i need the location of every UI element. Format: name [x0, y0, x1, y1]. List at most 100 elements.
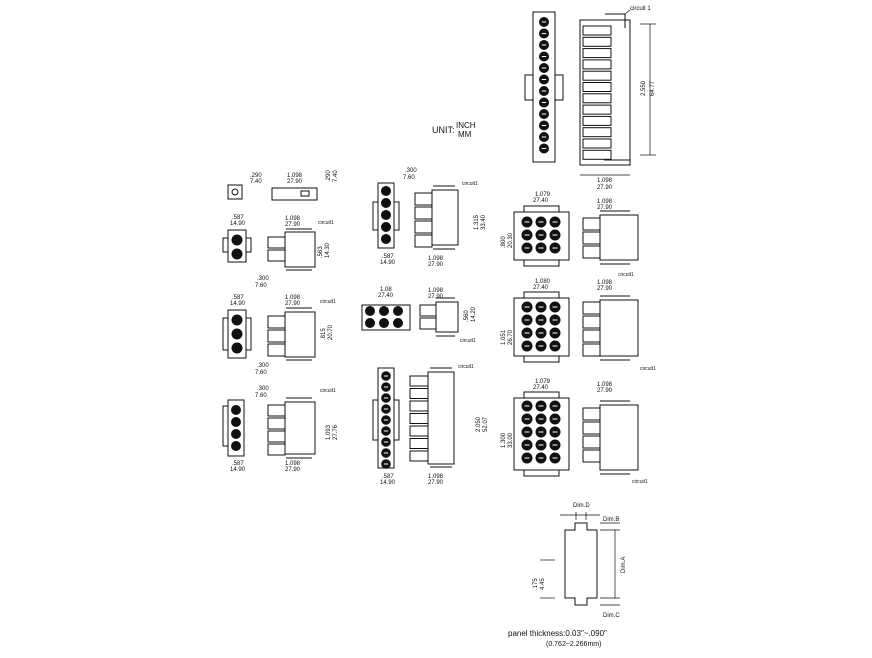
connector-1-circuit-side [271, 187, 318, 201]
dim-1080: 1.080 [535, 279, 551, 285]
housing-fin [582, 70, 612, 81]
dim-2790-3x4: 27.90 [597, 286, 613, 292]
connector-9-circuit-side [409, 367, 455, 468]
housing-fin [582, 25, 612, 36]
housing-fin [409, 425, 429, 437]
dim-2790-6c: 27.90 [428, 294, 444, 300]
connector-5-circuit-side [414, 185, 459, 250]
dim-175: .175 [533, 578, 539, 590]
housing-fin [582, 138, 612, 149]
panel-dim-a: Dim.A [621, 557, 627, 573]
panel-thickness: panel thickness:0.03"~.090" [508, 629, 607, 638]
circuit1-label-6c: circuit1 [460, 338, 476, 344]
dim-1490-5c: 14.90 [380, 260, 396, 266]
dim-2790-4c: 27.90 [285, 467, 301, 473]
connector-6-circuit-front [361, 304, 411, 331]
connector-3-circuit-front [222, 309, 252, 359]
circuit1-label-5c: circuit1 [462, 181, 478, 187]
connector-3x3-side [582, 210, 639, 265]
dim-2790-3x5: 27.90 [597, 388, 613, 394]
circuit1-label-3x5: circuit1 [632, 479, 648, 485]
circuit-1-label: circuit 1 [630, 6, 651, 12]
dim-1098-3x3: 1.098 [597, 199, 613, 205]
dim-760: 7.60 [255, 283, 267, 289]
dim-587-9c: .587 [382, 474, 394, 480]
dim-1098-top: 1.098 [597, 178, 613, 184]
housing-fin [409, 450, 429, 462]
dim-1079-3x5: 1.079 [535, 379, 551, 385]
dim-300-5c: .300 [405, 168, 417, 174]
housing-fin [582, 115, 612, 126]
panel-dim-d: Dim.D [573, 503, 590, 509]
dim-108: 1.08 [380, 287, 392, 293]
connector-3x4-front [513, 291, 570, 363]
dim-1093: 1.093 [326, 424, 332, 440]
dim-290-v: .290 [326, 170, 332, 182]
dim-740-v: 7.40 [333, 170, 339, 182]
dim-815: .815 [321, 328, 327, 340]
circuit1-label-3c: circuit1 [320, 299, 336, 305]
panel-thickness-mm: (0.762~2.266mm) [546, 641, 601, 648]
dim-2740-3x5: 27.40 [533, 385, 549, 391]
dim-6477: 64.77 [650, 80, 656, 96]
dim-1490-4c: 14.90 [230, 467, 246, 473]
panel-cutout [540, 512, 620, 606]
housing-fin [582, 127, 612, 138]
connector-3-circuit-side [267, 307, 316, 361]
dim-1098-9c: 1.098 [428, 474, 444, 480]
connector-9-circuit-front [372, 367, 400, 469]
dim-2740-6c: 27.40 [378, 293, 394, 299]
dim-1420: 14.20 [471, 306, 477, 322]
circuit1-label-2c: circuit1 [318, 220, 334, 226]
dim-1051: 1.051 [501, 329, 507, 345]
dim-1490: 14.90 [230, 221, 246, 227]
circuit1-label-4c: circuit1 [320, 388, 336, 394]
circuit1-label-9c: circuit1 [458, 364, 474, 370]
dim-1098-6c: 1.098 [428, 288, 444, 294]
dim-2740-3x3: 27.40 [533, 198, 549, 204]
dim-1098-2c: 1.098 [285, 216, 301, 222]
dim-587-4c: .587 [232, 461, 244, 467]
housing-fin [409, 438, 429, 449]
housing-fin [582, 149, 612, 160]
dim-1079-3x3: 1.079 [535, 192, 551, 198]
connector-2-circuit-front [222, 229, 252, 263]
dim-300-4c: .300 [257, 386, 269, 392]
dim-1098-3c: 1.098 [285, 295, 301, 301]
dim-587: .587 [232, 215, 244, 221]
dim-3340: 33.40 [481, 214, 487, 230]
dim-300: .300 [257, 276, 269, 282]
dim-1315: 1.315 [474, 214, 480, 230]
dim-2790-top: 27.90 [597, 185, 613, 191]
connector-12-circuit-front [524, 11, 564, 163]
housing-fin [582, 36, 612, 47]
housing-fin [409, 388, 429, 399]
unit-inch: INCH [456, 121, 476, 130]
connector-6-circuit-side [419, 297, 459, 337]
connector-3x5-front [513, 391, 570, 477]
dim-2740-3x4: 27.40 [533, 285, 549, 291]
dim-2670: 26.70 [508, 329, 514, 345]
dim-300-3c: .300 [257, 363, 269, 369]
housing-fin [582, 93, 612, 104]
connector-3x3-front [513, 205, 570, 267]
dim-2790-9c: 27.90 [428, 480, 444, 486]
dim-563: .563 [318, 246, 324, 258]
dim-1098-5c: 1.098 [428, 256, 444, 262]
circuit1-label-3x3: circuit1 [618, 272, 634, 278]
dim-1490-3c: 14.90 [230, 301, 246, 307]
dim-2790-2c: 27.90 [285, 222, 301, 228]
dim-2790-3x3: 27.90 [597, 205, 613, 211]
dim-760-3c: 7.60 [255, 370, 267, 376]
dim-1098-3x4: 1.098 [597, 280, 613, 286]
dim-1098-4c: 1.098 [285, 461, 301, 467]
circuit1-label-3x4: circuit1 [640, 366, 656, 372]
dim-760-5c: 7.60 [403, 175, 415, 181]
connector-12-circuit-side [579, 9, 631, 166]
dim-290: .290 [250, 173, 262, 179]
dim-1098: 1.098 [287, 173, 303, 179]
connector-1-circuit-front [227, 184, 243, 200]
housing-fin [582, 48, 612, 59]
dim-1300: 1.300 [501, 432, 507, 448]
